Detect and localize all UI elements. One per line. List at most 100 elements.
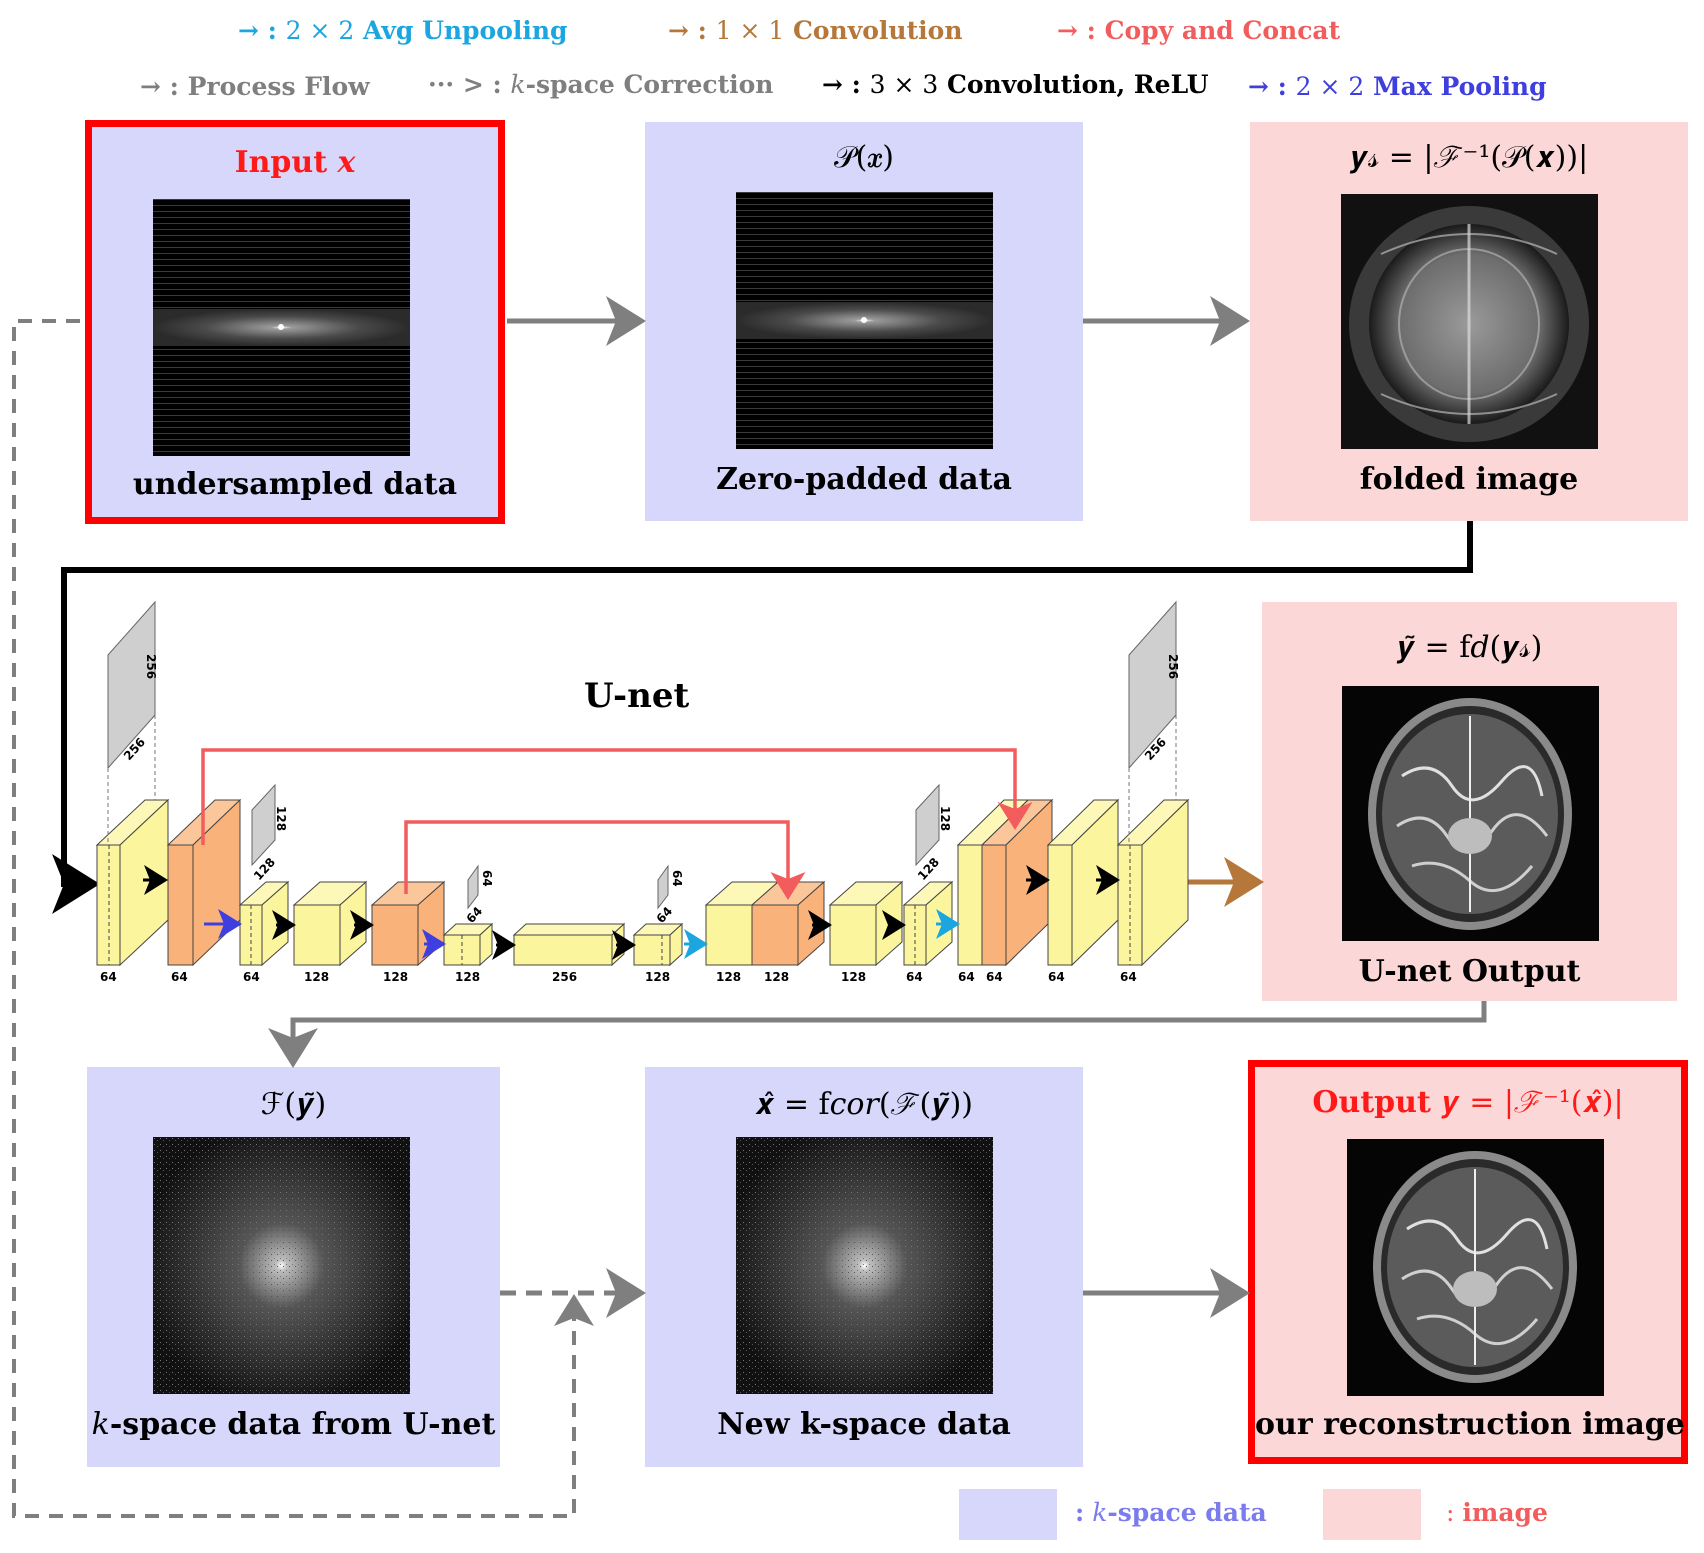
legend-text: Convolution: [792, 16, 963, 45]
legend-text: -space data: [1107, 1498, 1267, 1527]
kspace-zero-padded-image: [736, 192, 993, 449]
legend-text: -space Correction: [525, 70, 774, 99]
unet-block-13: [1046, 798, 1120, 967]
legend-kspace-swatch: [959, 1489, 1057, 1540]
legend-image-swatch: [1323, 1489, 1421, 1540]
legend-conv3x3: → : 3 × 3 Convolution, ReLU: [822, 70, 1209, 99]
channel-label: 64: [1048, 970, 1065, 984]
title-math: x: [337, 145, 356, 180]
slice-label-128-a: 128: [274, 806, 288, 832]
channel-label: 128: [716, 970, 742, 984]
legend-text: Avg Unpooling: [362, 16, 568, 45]
channel-label: 64: [243, 970, 260, 984]
legend-math: 1 × 1: [715, 16, 785, 45]
slice-label-64-c: 64: [670, 870, 684, 887]
unet-title: U-net: [584, 676, 690, 716]
kspace-full-graphic: [153, 1137, 410, 1394]
panel-new-kspace: 𝒙̂ = f𝑐𝑜𝑟(ℱ(𝒚̃)) New k-space data: [645, 1067, 1083, 1467]
channel-label: 64: [1120, 970, 1137, 984]
caption-text: -space data from U-net: [109, 1407, 496, 1442]
legend-process-flow: → : Process Flow: [140, 72, 370, 101]
legend-image-label: : image: [1446, 1498, 1548, 1527]
kspace-lines-graphic: [736, 192, 993, 449]
legend-math: 3 × 3: [869, 70, 939, 99]
arrow-concat-level1: [201, 748, 1033, 845]
panel-title: ℱ(𝒚̃): [260, 1087, 327, 1122]
unet-slice-128-left: [251, 783, 276, 867]
arrow-concat-level2: [404, 820, 806, 900]
unet-slice-64-right: [657, 864, 669, 910]
unet-block-7: [512, 922, 626, 967]
slice-label-128-c: 128: [938, 806, 952, 832]
channel-label: 64: [171, 970, 188, 984]
kspace-lines-graphic: [153, 199, 410, 456]
panel-title: 𝒙̂ = f𝑐𝑜𝑟(ℱ(𝒚̃)): [755, 1087, 973, 1122]
brain-mri-graphic: [1347, 1139, 1604, 1396]
legend-conv1x1: → : 1 × 1 Convolution: [668, 16, 963, 45]
kspace-full-graphic: [736, 1137, 993, 1394]
panel-title: 𝒚̃ = f𝑑(𝒚𝓈): [1396, 630, 1543, 665]
panel-caption: our reconstruction image: [1255, 1407, 1685, 1442]
slice-label-64-a: 64: [480, 870, 494, 887]
channel-label: 128: [764, 970, 790, 984]
slice-label-256-a: 256: [144, 654, 158, 680]
unet-block-8: [632, 922, 684, 967]
channel-label: 128: [455, 970, 481, 984]
unet-block-14: [1116, 798, 1190, 967]
channel-label: 256: [552, 970, 578, 984]
unet-slice-64-left: [467, 864, 479, 910]
kspace-unet-image: [153, 1137, 410, 1394]
unet-output-image: [1342, 686, 1599, 941]
unet-block-5: [370, 880, 446, 967]
panel-caption: Zero-padded data: [716, 462, 1012, 497]
caption-math: k: [91, 1407, 110, 1442]
legend-math: k: [510, 70, 526, 99]
folded-brain-graphic: [1341, 194, 1598, 449]
legend-sep: :: [1446, 1498, 1455, 1527]
legend-copy-concat: → : Copy and Concat: [1057, 16, 1340, 45]
legend-text: Convolution, ReLU: [946, 70, 1209, 99]
legend-arrow: → :: [140, 72, 179, 101]
panel-title: 𝒚𝓈 = |ℱ⁻¹(𝒫(𝒙))|: [1349, 140, 1589, 175]
panel-folded: 𝒚𝓈 = |ℱ⁻¹(𝒫(𝒙))| folded image: [1250, 122, 1688, 521]
unet-block-9: [704, 880, 826, 967]
legend-arrow: → :: [822, 70, 861, 99]
folded-image: [1341, 194, 1598, 449]
panel-caption: undersampled data: [132, 467, 458, 502]
new-kspace-image: [736, 1137, 993, 1394]
panel-caption: U-net Output: [1358, 954, 1581, 989]
panel-unet-output: 𝒚̃ = f𝑑(𝒚𝓈) U-net Output: [1262, 602, 1677, 1001]
channel-label: 64: [100, 970, 117, 984]
unet-block-12: [956, 798, 1054, 967]
legend-arrow: → :: [1057, 16, 1096, 45]
legend-text: Process Flow: [187, 72, 370, 101]
panel-zero-padded: 𝒫(𝒙) Zero-padded data: [645, 122, 1083, 521]
legend-text: image: [1462, 1498, 1548, 1527]
channel-label: 64: [906, 970, 923, 984]
slice-label-256-c: 256: [1166, 654, 1180, 680]
legend-arrow: → :: [238, 16, 277, 45]
panel-caption: New k-space data: [717, 1407, 1011, 1442]
arrow-folded-to-unet: [52, 521, 1473, 914]
brain-mri-graphic: [1342, 686, 1599, 941]
legend-arrow: → :: [668, 16, 707, 45]
arrow-unetout-to-kspace: [268, 1001, 1487, 1068]
channel-label: 128: [383, 970, 409, 984]
panel-title: 𝒫(𝒙): [834, 140, 894, 175]
legend-math: k: [1092, 1498, 1108, 1527]
legend-math: 2 × 2: [1295, 72, 1365, 101]
panel-input: Input x undersampled data: [85, 120, 505, 524]
unet-block-6: [442, 922, 494, 967]
channel-label: 128: [304, 970, 330, 984]
legend-arrow: → :: [1248, 72, 1287, 101]
channel-label: 128: [841, 970, 867, 984]
title-math: 𝒚 = |ℱ⁻¹(𝒙̂)|: [1441, 1085, 1624, 1120]
legend-math: 2 × 2: [285, 16, 355, 45]
legend-kspace-label: : k-space data: [1075, 1498, 1267, 1527]
title-text: Input: [234, 145, 328, 180]
channel-label: 64: [958, 970, 975, 984]
legend-sep: :: [1075, 1498, 1085, 1527]
unet-slice-128-right: [915, 783, 940, 867]
legend-avg-unpooling: → : 2 × 2 Avg Unpooling: [238, 16, 568, 45]
